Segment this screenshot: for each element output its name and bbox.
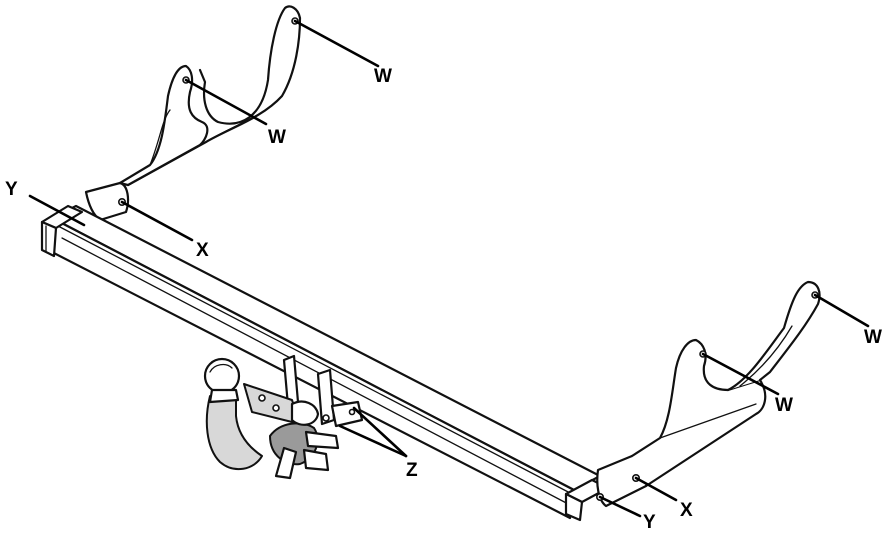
leader-w1 — [293, 19, 380, 68]
tow-ball-assembly — [203, 357, 340, 480]
leader-y2 — [598, 495, 642, 518]
label-x1: X — [196, 240, 209, 261]
label-y1: Y — [5, 179, 18, 200]
leader-w3 — [813, 293, 870, 328]
label-w4: W — [775, 395, 793, 416]
cross-beam — [40, 204, 610, 522]
right-front-bracket — [595, 338, 767, 508]
leader-z1b — [352, 406, 408, 458]
label-y2: Y — [643, 512, 656, 533]
callout-labels: W W W W X X Y Y Z — [5, 66, 882, 533]
label-w2: W — [268, 127, 286, 148]
leader-w2 — [184, 78, 268, 126]
label-x2: X — [680, 500, 693, 521]
leader-x2 — [634, 476, 678, 502]
leader-w4 — [701, 352, 780, 396]
label-w1: W — [374, 66, 392, 87]
label-w3: W — [864, 327, 882, 348]
left-front-bracket — [84, 17, 299, 222]
leader-x1 — [120, 200, 194, 242]
label-z1: Z — [406, 460, 418, 481]
callout-leaders — [28, 19, 870, 518]
center-mount — [243, 354, 364, 428]
leader-y1 — [28, 194, 86, 227]
leader-z1a — [338, 424, 408, 458]
